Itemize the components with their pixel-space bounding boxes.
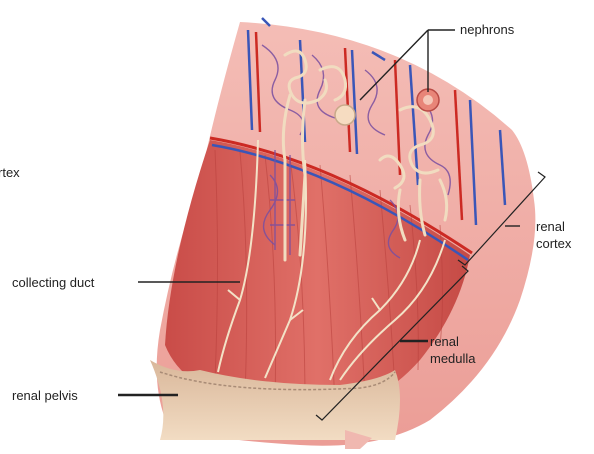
cortex-fragment-label: rtex bbox=[0, 165, 20, 180]
glomerulus-right bbox=[423, 95, 433, 105]
renal-pelvis-label: renal pelvis bbox=[12, 388, 78, 403]
renal-cortex-label-line2: cortex bbox=[536, 236, 571, 251]
nephrons-label: nephrons bbox=[460, 22, 514, 37]
renal-medulla-label-line2: medulla bbox=[430, 351, 476, 366]
renal-cortex-label-line1: renal bbox=[536, 219, 565, 234]
renal-corpuscle-left bbox=[335, 105, 355, 125]
collecting-duct-label: collecting duct bbox=[12, 275, 94, 290]
renal-medulla-label-line1: renal bbox=[430, 334, 459, 349]
